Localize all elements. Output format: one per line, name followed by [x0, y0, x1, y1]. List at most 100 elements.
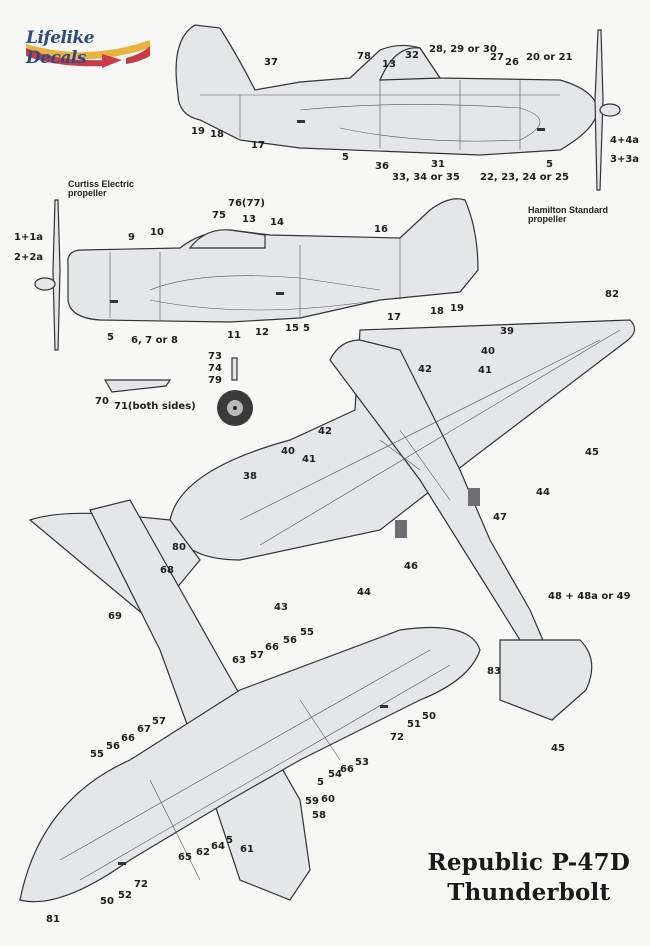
- callout-18: 18: [210, 129, 224, 140]
- lower-surface-view: [19, 499, 481, 903]
- callout-17: 17: [251, 140, 265, 151]
- logo-swoosh-icon: [26, 40, 150, 68]
- callout-31: 31: [431, 159, 445, 170]
- callout-36: 36: [375, 161, 389, 172]
- starboard-side-view: [175, 24, 621, 191]
- callout-59: 59: [305, 796, 319, 807]
- upper-surface-view: [169, 319, 636, 721]
- callout-37: 37: [264, 57, 278, 68]
- callout-66: 66: [265, 642, 279, 653]
- model-title: Republic P-47D Thunderbolt: [428, 848, 630, 908]
- tailwheel-detail: [217, 357, 253, 426]
- callout-17: 17: [387, 312, 401, 323]
- callout-75: 75: [212, 210, 226, 221]
- callout-73: 73: [208, 351, 222, 362]
- callout-69: 69: [108, 611, 122, 622]
- callout-62: 62: [196, 847, 210, 858]
- callout-42: 42: [318, 426, 332, 437]
- callout-41: 41: [478, 365, 492, 376]
- callout-68: 68: [160, 565, 174, 576]
- callout-78: 78: [357, 51, 371, 62]
- callout-39: 39: [500, 326, 514, 337]
- callout-28-29-30: 28, 29 or 30: [429, 44, 497, 55]
- callout-56: 56: [106, 741, 120, 752]
- callout-66: 66: [121, 733, 135, 744]
- callout-4-4a: 4+4a: [610, 135, 640, 146]
- callout-48-48a-49: 48 + 48a or 49: [548, 591, 631, 602]
- callout-26: 26: [505, 57, 519, 68]
- callout-22-25: 22, 23, 24 or 25: [480, 172, 569, 183]
- callout-16: 16: [374, 224, 388, 235]
- callout-5: 5: [546, 159, 553, 170]
- callout-64: 64: [211, 841, 225, 852]
- callout-74: 74: [208, 363, 222, 374]
- propeller-curtiss: [34, 199, 61, 351]
- callout-43: 43: [274, 602, 288, 613]
- callout-14: 14: [270, 217, 284, 228]
- callout-52: 52: [118, 890, 132, 901]
- callout-50: 50: [422, 711, 436, 722]
- callout-10: 10: [150, 227, 164, 238]
- callout-47: 47: [493, 512, 507, 523]
- callout-19: 19: [191, 126, 205, 137]
- callout-58: 58: [312, 810, 326, 821]
- callout-11: 11: [227, 330, 241, 341]
- hamilton-propeller-note: Hamilton Standard propeller: [528, 205, 609, 225]
- callout-5: 5: [107, 332, 114, 343]
- callout-9: 9: [128, 232, 135, 243]
- callout-1-1a: 1+1a: [14, 232, 44, 243]
- callout-66: 66: [340, 764, 354, 775]
- callout-55: 55: [300, 627, 314, 638]
- gear-door-detail: [103, 379, 172, 393]
- callout-72: 72: [134, 879, 148, 890]
- callout-44: 44: [536, 487, 550, 498]
- callout-82: 82: [605, 289, 619, 300]
- callout-46: 46: [404, 561, 418, 572]
- callout-6-7-8: 6, 7 or 8: [131, 335, 178, 346]
- title-line-1: Republic P-47D: [427, 849, 630, 876]
- callout-32: 32: [405, 50, 419, 61]
- port-side-view: [34, 198, 479, 351]
- callout-5: 5: [317, 777, 324, 788]
- callout-18: 18: [430, 306, 444, 317]
- brand-logo: Lifelike Decals: [18, 10, 158, 68]
- callout-67: 67: [137, 724, 151, 735]
- callout-50: 50: [100, 896, 114, 907]
- callout-80: 80: [172, 542, 186, 553]
- callout-5: 5: [226, 835, 233, 846]
- callout-72: 72: [390, 732, 404, 743]
- title-line-2: Thunderbolt: [447, 879, 611, 906]
- callout-57: 57: [152, 716, 166, 727]
- callout-81: 81: [46, 914, 60, 925]
- callout-51: 51: [407, 719, 421, 730]
- callout-3-3a: 3+3a: [610, 154, 640, 165]
- callout-42: 42: [418, 364, 432, 375]
- callout-13: 13: [242, 214, 256, 225]
- callout-20-21: 20 or 21: [526, 52, 573, 63]
- callout-5: 5: [303, 323, 310, 334]
- callout-45: 45: [551, 743, 565, 754]
- callout-83: 83: [487, 666, 501, 677]
- propeller-hamilton: [594, 29, 621, 191]
- callout-33-34-35: 33, 34 or 35: [392, 172, 460, 183]
- callout-63: 63: [232, 655, 246, 666]
- callout-57: 57: [250, 650, 264, 661]
- callout-53: 53: [355, 757, 369, 768]
- callout-55: 55: [90, 749, 104, 760]
- callout-54: 54: [328, 769, 342, 780]
- brand-name: Lifelike Decals: [26, 28, 95, 68]
- callout-40: 40: [481, 346, 495, 357]
- callout-61: 61: [240, 844, 254, 855]
- callout-5: 5: [342, 152, 349, 163]
- callout-2-2a: 2+2a: [14, 252, 44, 263]
- callout-70: 70: [95, 396, 109, 407]
- callout-27: 27: [490, 52, 504, 63]
- callout-41: 41: [302, 454, 316, 465]
- curtiss-propeller-note: Curtiss Electric propeller: [68, 179, 135, 199]
- callout-19: 19: [450, 303, 464, 314]
- callout-76-77: 76(77): [228, 198, 265, 209]
- callout-79: 79: [208, 375, 222, 386]
- callout-56: 56: [283, 635, 297, 646]
- callout-38: 38: [243, 471, 257, 482]
